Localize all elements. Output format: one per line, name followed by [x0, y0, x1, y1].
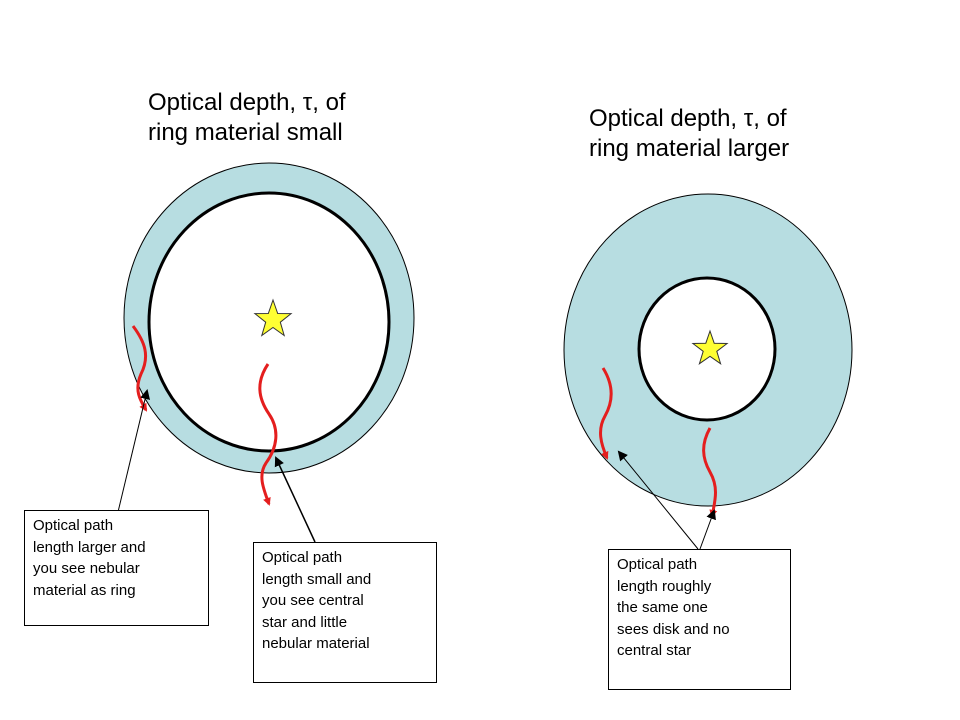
wavy-arrow-icon — [258, 363, 278, 506]
right-callout-box: Optical path length roughly the same one… — [608, 549, 791, 690]
callout-text-line: length larger and — [33, 538, 146, 556]
callout-text-line: length small and — [262, 570, 372, 588]
callout-text-line: length roughly — [617, 577, 712, 595]
callout-text-line: Optical path — [617, 556, 698, 573]
callout-text-line: Optical path — [33, 517, 114, 534]
middle-callout-box: Optical path length small and you see ce… — [253, 542, 437, 683]
right-panel-title-line-1: Optical depth, τ, of — [589, 105, 787, 132]
callout-text-line: star and little — [262, 613, 348, 631]
right-callout-pointer-center — [699, 509, 716, 550]
left-panel-title: Optical depth, τ, of ring material small — [148, 88, 346, 148]
callout-text-line: central star — [617, 642, 692, 659]
left-panel-title-line-2: ring material small — [148, 119, 343, 146]
left-nebula — [123, 162, 415, 506]
right-callout-pointer-disk-edge — [617, 450, 699, 550]
wavy-arrow-icon — [702, 427, 718, 518]
callout-text-line: material as ring — [33, 581, 136, 599]
callout-text-line: the same one — [617, 599, 708, 616]
callout-text-line: sees disk and no — [617, 620, 730, 638]
callout-text-line: nebular material — [262, 635, 370, 652]
middle-callout-pointer — [274, 456, 316, 543]
left-callout-box: Optical path length larger and you see n… — [24, 510, 209, 626]
wavy-arrow-icon — [599, 367, 613, 460]
callout-text-line: you see nebular — [33, 560, 140, 577]
left-panel-title-line-1: Optical depth, τ, of — [148, 89, 346, 116]
star-icon — [253, 298, 293, 337]
right-panel-title-line-2: ring material larger — [589, 135, 790, 162]
right-panel-title: Optical depth, τ, of ring material large… — [589, 104, 789, 164]
callout-text-line: you see central — [262, 592, 364, 609]
callout-text-line: Optical path — [262, 549, 343, 566]
wavy-arrow-icon — [131, 325, 148, 412]
right-nebula — [563, 193, 853, 518]
left-callout-pointer — [117, 389, 150, 513]
star-icon — [691, 329, 729, 365]
